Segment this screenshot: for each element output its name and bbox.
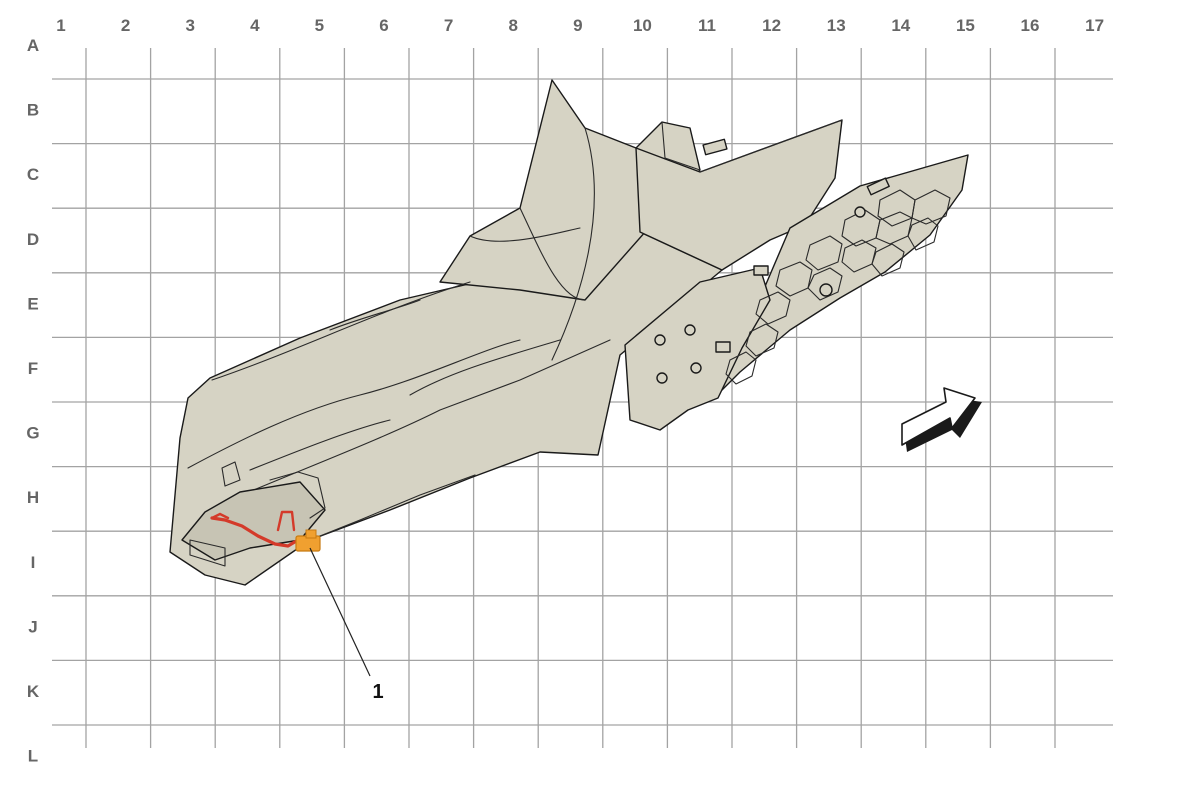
grid-row-label: B — [27, 101, 39, 120]
mesh-grille-panel — [687, 154, 969, 401]
grid-column-label: 14 — [891, 16, 910, 35]
row-labels: A B C D E F G H I J K L — [26, 36, 39, 766]
callout-1-leader-line — [309, 547, 371, 677]
grid-column-label: 5 — [315, 16, 324, 35]
grid-column-label: 17 — [1085, 16, 1104, 35]
grid-column-label: 13 — [827, 16, 846, 35]
grid-column-label: 15 — [956, 16, 975, 35]
retaining-clips — [654, 138, 890, 384]
grid-row-label: J — [28, 617, 37, 636]
grid-column-label: 4 — [250, 16, 260, 35]
grid-row-label: K — [27, 682, 40, 701]
callout-1: 1 — [309, 547, 384, 703]
grid-column-label: 10 — [633, 16, 652, 35]
grid-column-label: 8 — [508, 16, 517, 35]
grid-column-label: 7 — [444, 16, 453, 35]
grid-column-label: 16 — [1021, 16, 1040, 35]
grid-row-label: D — [27, 230, 39, 249]
grid-column-label: 11 — [698, 16, 716, 35]
front-opening — [181, 481, 326, 561]
electrical-connector-highlight — [295, 529, 321, 552]
grid-row-label: A — [27, 36, 39, 55]
grid-row-label: E — [27, 294, 38, 313]
grid-column-label: 1 — [56, 16, 65, 35]
grid-column-label: 6 — [379, 16, 388, 35]
callout-1-label: 1 — [372, 681, 383, 703]
grid-row-label: I — [31, 553, 36, 572]
grid-column-label: 2 — [121, 16, 130, 35]
grid-row-label: H — [27, 488, 39, 507]
grid-row-label: L — [28, 747, 38, 766]
grid-row-label: G — [26, 424, 39, 443]
grid-column-label: 9 — [573, 16, 582, 35]
grid-column-label: 12 — [762, 16, 781, 35]
grid-column-label: 3 — [185, 16, 194, 35]
wiring-harness-highlight — [210, 510, 300, 548]
grid-row-label: F — [28, 359, 38, 378]
grid-row-label: C — [27, 165, 39, 184]
trim-panel-assembly — [169, 79, 969, 586]
rear-bracket-area — [624, 267, 771, 431]
front-direction-arrow-icon — [901, 387, 982, 452]
panel-upper-flap — [439, 79, 701, 301]
